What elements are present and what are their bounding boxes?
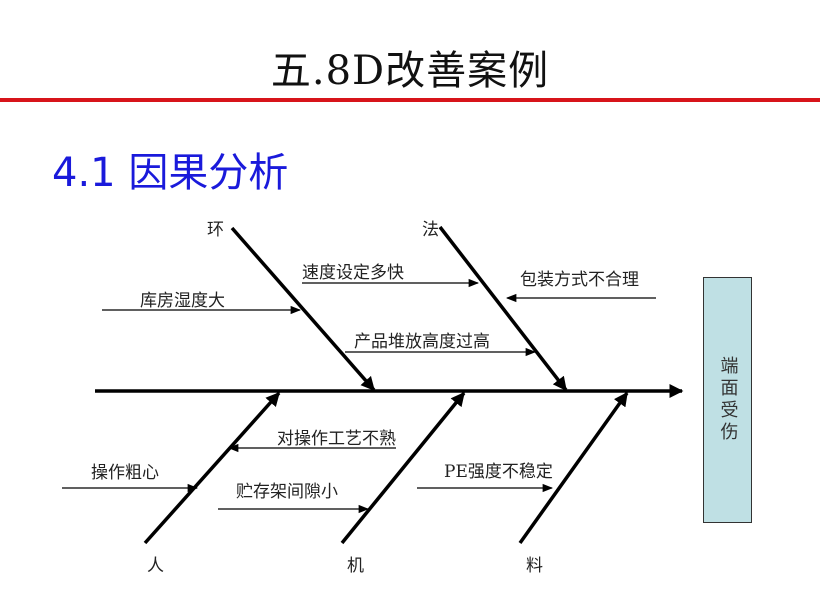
bone-environment (230, 226, 376, 392)
cause-label: 对操作工艺不熟 (277, 429, 396, 449)
cause-label: 库房湿度大 (140, 291, 225, 311)
cause-label: 操作粗心 (91, 463, 159, 483)
cause-label: 产品堆放高度过高 (354, 332, 490, 352)
bone-man (143, 391, 281, 545)
category-method: 法 (422, 220, 439, 240)
cause-label: 包装方式不合理 (520, 270, 639, 290)
cause-label: PE强度不稳定 (444, 462, 553, 482)
bone-method (438, 225, 568, 392)
bone-material (518, 391, 629, 545)
section-heading: 4.1 因果分析 (52, 150, 289, 196)
cause-label: 贮存架间隙小 (236, 482, 338, 502)
bone-machine (340, 391, 466, 545)
category-machine: 机 (347, 556, 364, 576)
cause-label: 速度设定多快 (302, 263, 404, 283)
slide-title: 五.8D改善案例 (270, 48, 550, 94)
category-material: 料 (526, 556, 543, 576)
effect-box: 端面受伤 (703, 277, 752, 523)
category-man: 人 (147, 556, 164, 576)
effect-label: 端面受伤 (717, 356, 739, 444)
cause-arrows (62, 278, 656, 514)
category-environment: 环 (207, 220, 224, 240)
title-divider (0, 98, 820, 102)
